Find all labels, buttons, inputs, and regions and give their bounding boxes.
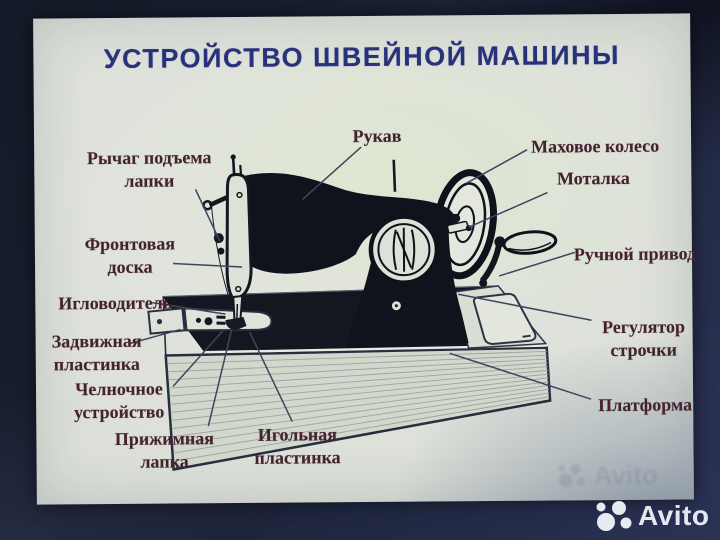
avito-logo: Avito: [592, 499, 709, 533]
label-rychag-podema-lapki: Рычаг подъема лапки: [86, 147, 212, 191]
label-prizhimnaja-lapka: Прижимная лапка: [114, 428, 215, 472]
label-rukav: Рукав: [352, 125, 402, 147]
leader-rukav: [302, 146, 362, 201]
leader-iglovoditel: [152, 301, 226, 315]
label-frontovaja-doska: Фронтовая доска: [84, 233, 176, 277]
label-chelnochnoe-ustrojstvo: Челночное устройство: [73, 378, 165, 422]
leader-frontovaja: [172, 262, 243, 268]
platform-drawing: [162, 296, 552, 471]
avito-watermark-faint: Avito: [557, 459, 707, 491]
needle-plate-drawing: [147, 307, 273, 335]
label-motalka: Моталка: [556, 167, 630, 189]
leader-platforma: [449, 352, 592, 400]
sewing-machine-diagram: [128, 146, 592, 471]
label-zadvizhnaja-plastinka: Задвижная пластинка: [51, 330, 142, 375]
label-iglovoditel: Игловодитель: [58, 292, 173, 314]
hand-crank-drawing: [479, 230, 558, 288]
leader-mahovoe-koleso: [466, 149, 528, 184]
leader-zadvizhnaja: [128, 328, 181, 345]
slide: УСТРОЙСТВО ШВЕЙНОЙ МАШИНЫ: [33, 13, 696, 505]
leader-motalka: [468, 191, 548, 228]
leader-lines: [128, 146, 592, 427]
label-ruchnoj-privod: Ручной привод: [573, 243, 697, 265]
bobbin-winder-drawing: [446, 213, 472, 234]
leader-prizhimnaja: [207, 329, 233, 427]
leader-reguljator: [458, 293, 592, 321]
head-faceplate-drawing: [202, 154, 397, 330]
leader-chelnochnoe: [172, 330, 224, 388]
label-reguljator-strochki: Регулятор строчки: [601, 316, 686, 360]
label-igolnaja-plastinka: Игольная пластинка: [254, 424, 341, 468]
label-platforma: Платформа: [598, 394, 693, 416]
avito-dots-icon: [596, 501, 632, 531]
leader-igolnaja: [248, 331, 293, 422]
leader-rychag: [194, 188, 221, 242]
avito-logo-text: Avito: [638, 500, 710, 531]
arm-drawing: [239, 172, 456, 274]
leader-ruchnoj: [498, 251, 576, 277]
label-mahovoe-koleso: Маховое колесо: [530, 135, 660, 157]
stitch-dial-drawing: [368, 209, 440, 314]
avito-watermark-text: Avito: [593, 459, 658, 491]
avito-dots-faint-icon: [558, 463, 585, 487]
